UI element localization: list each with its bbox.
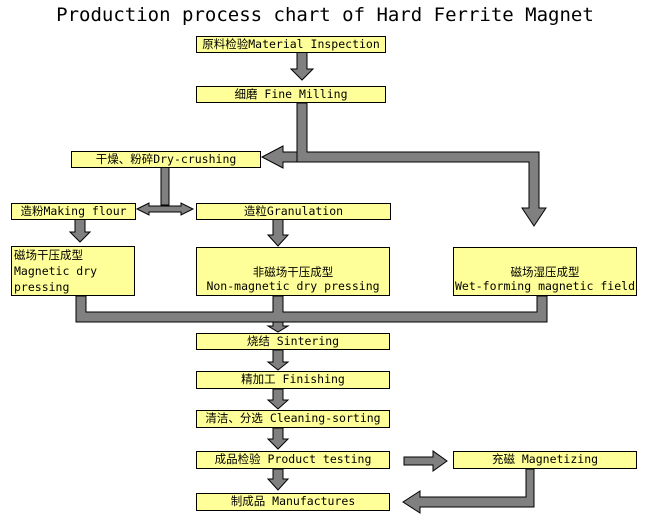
- arrow-sintering-to-finishing: [266, 349, 290, 371]
- non-magnetic-label-en: Non-magnetic dry pressing: [206, 279, 380, 293]
- wet-forming-label-en: Wet-forming magnetic field: [454, 279, 635, 293]
- step-dry-crushing: 干燥、粉碎Dry-crushing: [71, 151, 261, 168]
- arrow-testing-to-manufactures: [266, 468, 290, 491]
- magnetic-dry-label-cn: 磁场干压成型: [14, 248, 83, 262]
- wet-forming-label-cn: 磁场湿压成型: [510, 265, 580, 279]
- collector-bar: [75, 295, 548, 323]
- step-making-flour: 造粉Making flour: [11, 203, 136, 220]
- arrow-testing-to-magnetizing: [403, 450, 448, 472]
- arrow-magnetizing-to-manufactures: [402, 468, 535, 514]
- non-magnetic-label-cn: 非磁场干压成型: [252, 265, 334, 279]
- arrow-granulation-to-non-magnetic: [266, 218, 290, 247]
- step-magnetizing: 充磁 Magnetizing: [453, 451, 637, 469]
- step-magnetic-dry-pressing: 磁场干压成型 Magnetic dry pressing: [11, 246, 135, 296]
- step-sintering: 烧结 Sintering: [196, 333, 390, 350]
- arrow-collector-to-sintering: [266, 321, 290, 333]
- step-material-inspection: 原料检验Material Inspection: [196, 36, 386, 53]
- step-finishing: 精加工 Finishing: [196, 371, 390, 389]
- arrow-inspection-to-milling: [289, 51, 315, 81]
- step-non-magnetic-dry-pressing: 非磁场干压成型 Non-magnetic dry pressing: [196, 247, 390, 296]
- magnetic-dry-label-en-2: pressing: [14, 280, 70, 294]
- chart-title: Production process chart of Hard Ferrite…: [56, 4, 594, 26]
- step-product-testing: 成品检验 Product testing: [196, 451, 390, 469]
- arrow-cleaning-to-testing: [266, 427, 290, 450]
- step-cleaning-sorting: 清洁、分选 Cleaning-sorting: [196, 410, 390, 428]
- step-manufactures: 制成品 Manufactures: [196, 493, 390, 511]
- arrow-flour-to-magnetic-dry: [68, 218, 92, 243]
- arrow-milling-to-wet-forming: [296, 102, 547, 227]
- step-wet-forming: 磁场湿压成型 Wet-forming magnetic field: [453, 247, 637, 296]
- connector-dry-crushing-down: [160, 166, 170, 206]
- double-arrow-flour-granulation: [135, 202, 195, 216]
- magnetic-dry-label-en-1: Magnetic dry: [14, 264, 98, 278]
- step-granulation: 造粒Granulation: [196, 203, 391, 220]
- arrow-to-dry-crushing: [260, 145, 298, 169]
- step-fine-milling: 细磨 Fine Milling: [196, 86, 386, 103]
- arrow-finishing-to-cleaning: [266, 388, 290, 410]
